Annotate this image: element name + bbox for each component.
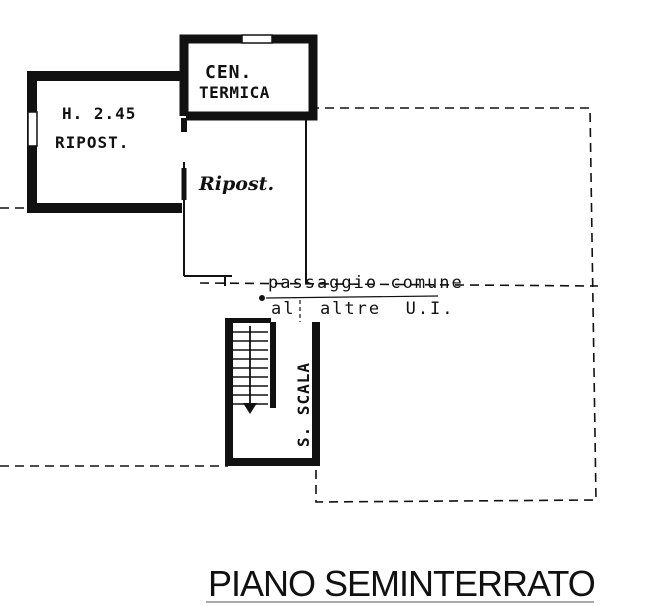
passage-marker bbox=[259, 295, 265, 301]
label-centrale-1: CEN. bbox=[205, 62, 253, 83]
label-scala: S. SCALA bbox=[294, 361, 313, 447]
window-ripostiglio bbox=[27, 111, 38, 147]
stair-arrow-icon bbox=[243, 403, 257, 414]
drawing-title: PIANO SEMINTERRATO bbox=[208, 563, 596, 604]
dashed-boundary bbox=[0, 107, 599, 503]
label-passage-2: al altre U.I. bbox=[271, 299, 455, 319]
stair-walls bbox=[225, 318, 320, 466]
partition-walls bbox=[183, 118, 307, 286]
window-centrale bbox=[241, 34, 273, 44]
label-ripostiglio: Ripost. bbox=[199, 173, 275, 195]
label-ripostiglio-alto: RIPOST. bbox=[55, 133, 130, 152]
label-room-height: H. 2.45 bbox=[62, 104, 137, 123]
label-centrale-2: TERMICA bbox=[199, 83, 270, 102]
wall-centrale-termica bbox=[179, 34, 318, 121]
label-passage-1: passaggio comune bbox=[268, 273, 464, 293]
